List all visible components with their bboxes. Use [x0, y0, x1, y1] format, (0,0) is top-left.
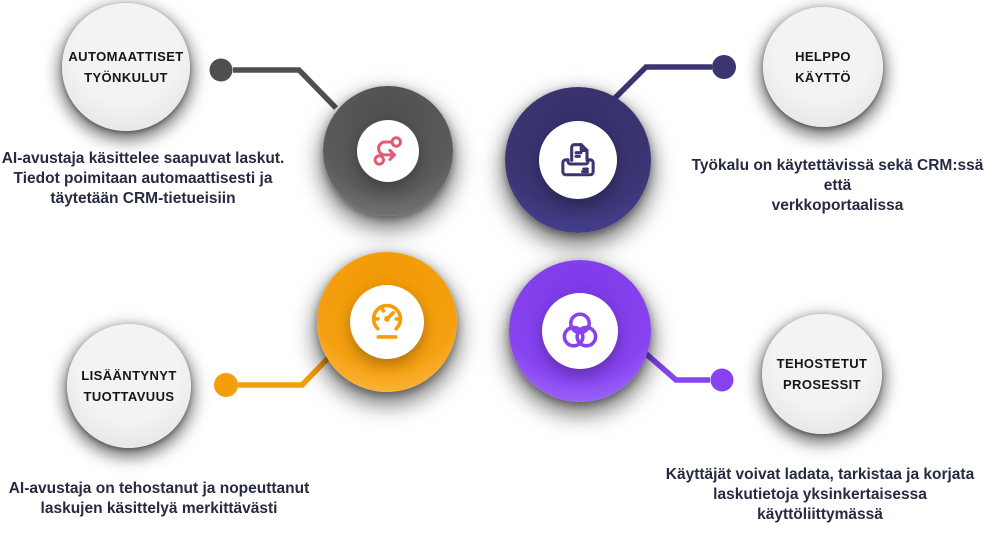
label-line: TUOTTAVUUS: [83, 389, 175, 404]
route-icon: [373, 136, 402, 166]
description-line: AI-avustaja käsittelee saapuvat laskut.: [1, 150, 285, 167]
description-increased-productivity: AI-avustaja on tehostanut ja nopeuttanut…: [6, 479, 312, 519]
label-line: TYÖNKULUT: [84, 70, 168, 85]
gauge-icon: [371, 303, 403, 339]
label-line: HELPPO: [795, 49, 851, 64]
venn-diagram-icon: [562, 312, 598, 348]
connector-navy: [610, 55, 736, 103]
connector-purple: [642, 349, 734, 392]
icon-badge: [539, 121, 617, 199]
description-line: laskutietoja yksinkertaisessa käyttöliit…: [713, 486, 927, 523]
icon-circle-enhanced-processes: [509, 260, 651, 402]
description-line: laskujen käsittelyä merkittävästi: [40, 500, 278, 517]
connector-dot-gray: [209, 58, 233, 82]
label-circle-enhanced-processes: TEHOSTETUT PROSESSIT: [762, 314, 882, 434]
description-easy-use: Työkalu on käytettävissä sekä CRM:ssä et…: [680, 156, 995, 216]
icon-circle-automated-workflows: [323, 86, 453, 216]
label-circle-automated-workflows: AUTOMAATTISET TYÖNKULUT: [62, 3, 190, 131]
label-line: KÄYTTÖ: [795, 70, 851, 85]
label-line: PROSESSIT: [782, 377, 861, 392]
connector-orange: [214, 347, 339, 397]
description-line: AI-avustaja on tehostanut ja nopeuttanut: [8, 480, 310, 497]
connector-dot-orange: [214, 373, 238, 397]
icon-badge: [542, 293, 618, 369]
icon-badge: [350, 285, 424, 359]
description-line: Käyttäjät voivat ladata, tarkistaa ja ko…: [665, 466, 975, 483]
label-line: LISÄÄNTYNYT: [81, 368, 177, 383]
label-line: TEHOSTETUT: [776, 356, 868, 371]
description-line: täytetään CRM-tietueisiin: [50, 190, 236, 207]
description-automated-workflows: AI-avustaja käsittelee saapuvat laskut. …: [0, 149, 286, 209]
connector-dot-purple: [710, 368, 734, 392]
label-circle-easy-use: HELPPO KÄYTTÖ: [763, 7, 883, 127]
connector-dot-navy: [712, 55, 736, 79]
description-line: verkkoportaalissa: [771, 197, 904, 214]
label-circle-increased-productivity: LISÄÄNTYNYT TUOTTAVUUS: [67, 324, 191, 448]
icon-circle-increased-productivity: [317, 252, 457, 392]
document-tray-icon: [561, 143, 595, 177]
description-enhanced-processes: Käyttäjät voivat ladata, tarkistaa ja ko…: [652, 465, 988, 525]
label-line: AUTOMAATTISET: [68, 49, 184, 64]
connector-gray: [209, 58, 338, 110]
description-line: Tiedot poimitaan automaattisesti ja: [13, 170, 273, 187]
icon-circle-easy-use: [505, 87, 651, 233]
icon-badge: [357, 120, 419, 182]
description-line: Työkalu on käytettävissä sekä CRM:ssä et…: [691, 157, 984, 194]
